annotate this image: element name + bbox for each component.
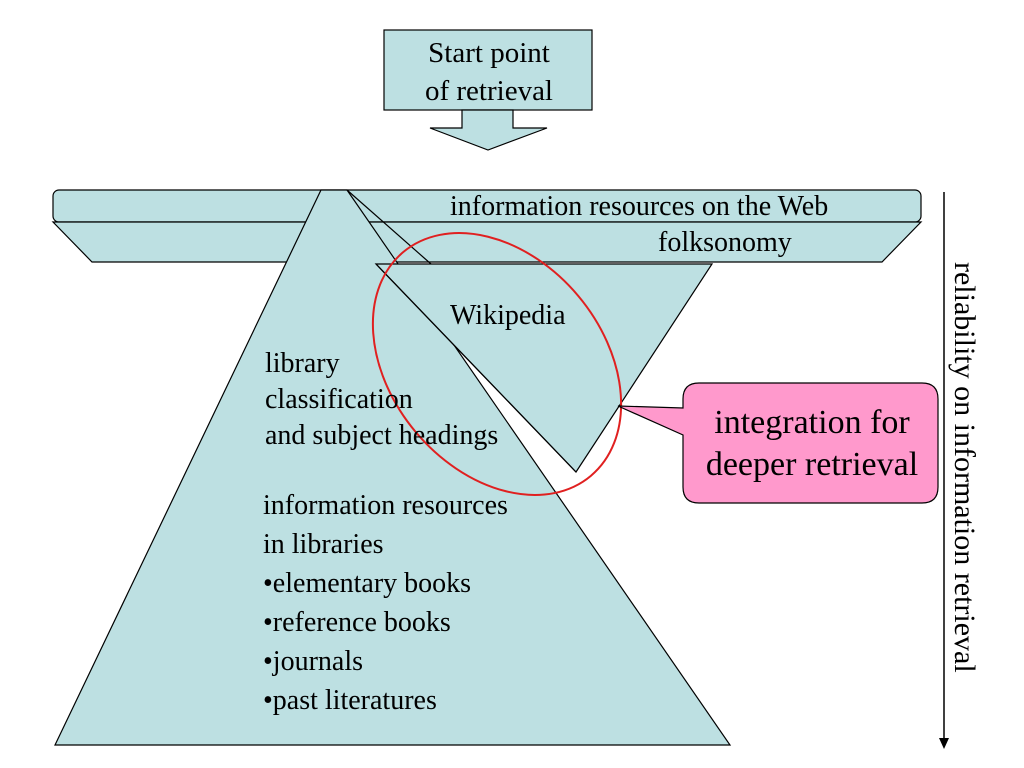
integration-highlight-ellipse	[371, 232, 623, 496]
start-point-label: Start point of retrieval	[424, 37, 553, 107]
classification-edge	[375, 263, 577, 473]
start-point-box	[383, 29, 593, 111]
reliability-arrow-head	[939, 738, 949, 749]
library-pyramid	[54, 189, 732, 746]
web-layer-label: information resources on the Web	[450, 191, 829, 222]
integration-callout	[617, 382, 939, 504]
classification-diagonal	[346, 189, 432, 265]
library-resources-label: information resources in libraries •elem…	[263, 490, 508, 716]
folksonomy-label: folksonomy	[658, 227, 792, 258]
down-arrow	[429, 109, 548, 151]
classification-label: library classification and subject headi…	[265, 348, 499, 451]
reliability-axis-label: reliability on information retrieval	[948, 262, 981, 673]
integration-callout-label: integration for deeper retrieval	[705, 404, 919, 483]
folksonomy-layer	[51, 221, 923, 263]
wikipedia-label: Wikipedia	[450, 300, 566, 331]
